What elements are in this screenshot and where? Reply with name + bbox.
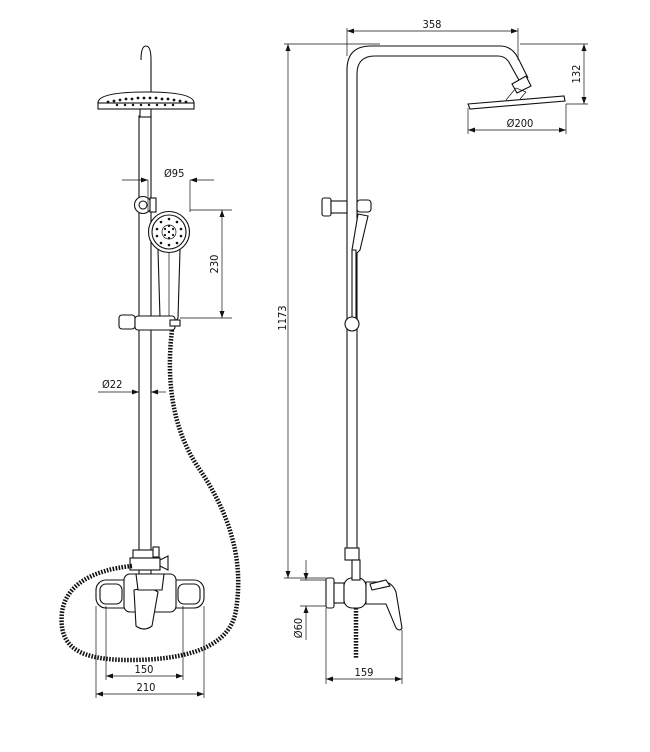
mixer-body — [95, 573, 205, 630]
dim-pipe-diameter: Ø22 — [102, 378, 122, 391]
dim-handshower-diameter: Ø95 — [164, 167, 184, 180]
dim-head-diameter: Ø200 — [507, 117, 534, 130]
side-handshower — [351, 249, 357, 319]
dim-mixer-width: 210 — [137, 681, 156, 694]
side-holder — [321, 197, 372, 258]
side-view — [321, 45, 566, 658]
dim-escutcheon-diameter: Ø60 — [292, 618, 305, 638]
riser-pipe — [138, 115, 152, 575]
slider-bracket — [118, 314, 181, 331]
overhead-shower-head — [97, 91, 195, 118]
dim-arm-reach: 358 — [423, 18, 442, 31]
side-mixer — [325, 559, 403, 658]
dim-connection-spacing: 150 — [135, 663, 154, 676]
overhead-head-side — [467, 95, 566, 110]
front-view — [59, 45, 241, 663]
arm-connector — [511, 75, 532, 94]
dim-mixer-depth: 159 — [355, 666, 374, 679]
diverter — [129, 546, 169, 571]
riser-top — [140, 45, 152, 92]
shower-hose — [59, 329, 241, 663]
side-slider — [344, 316, 360, 332]
dim-total-height: 1173 — [276, 305, 289, 330]
front-dimensions: Ø95 230 Ø22 150 210 — [95, 167, 232, 698]
dim-head-drop: 132 — [570, 65, 583, 84]
dim-handshower-length: 230 — [208, 255, 221, 274]
handshower-holder — [133, 195, 157, 215]
hand-shower — [147, 210, 191, 323]
side-dimensions: 358 1173 132 Ø200 Ø60 159 — [276, 18, 588, 684]
